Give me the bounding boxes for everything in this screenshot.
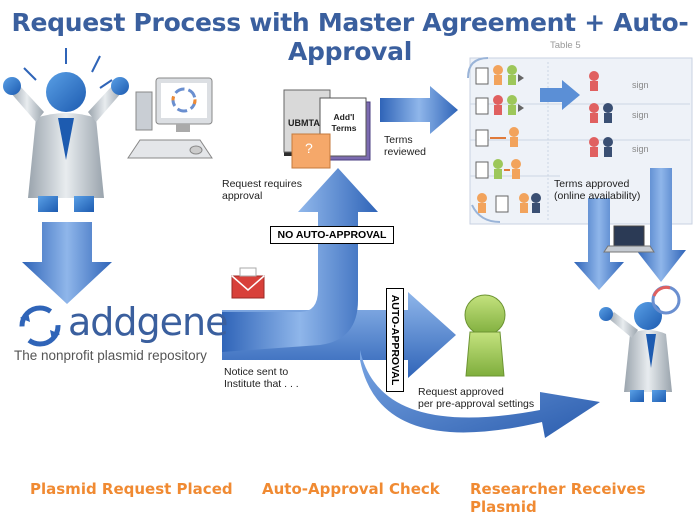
sign-label-2: sign <box>632 110 649 120</box>
page-title: Request Process with Master Agreement + … <box>11 8 689 66</box>
down-arrow-scientist <box>22 222 112 304</box>
email-icon <box>231 267 265 299</box>
sign-label-1: sign <box>632 80 649 90</box>
doc-unknown-label: ? <box>305 140 313 156</box>
sign-label-3: sign <box>632 144 649 154</box>
terms-reviewed-arrow <box>380 86 458 134</box>
down-arrow-right <box>636 168 686 282</box>
stage-auto-approval: Auto-Approval Check <box>262 480 440 498</box>
computer-icon <box>127 77 213 159</box>
scientist-icon <box>3 48 129 212</box>
person-icon <box>464 294 506 377</box>
no-auto-approval-box: NO AUTO-APPROVAL <box>270 226 394 244</box>
addgene-name: addgene <box>68 300 228 344</box>
auto-approval-box: AUTO-APPROVAL <box>386 288 404 392</box>
table-inner-arrow <box>540 80 580 110</box>
table-label: Table 5 <box>550 40 581 51</box>
addgene-tagline: The nonprofit plasmid repository <box>14 348 207 363</box>
doc-secondary-label: Add'l Terms <box>331 112 357 133</box>
stage-plasmid-request: Plasmid Request Placed <box>30 480 233 498</box>
addgene-logo-icon <box>19 305 61 347</box>
terms-reviewed-label: Terms reviewed <box>384 134 427 158</box>
request-approved-label: Request approved per pre-approval settin… <box>418 386 535 410</box>
doc-primary-label: UBMTA <box>288 118 320 128</box>
no-auto-approval-arrow <box>222 168 378 352</box>
document-icon <box>283 89 371 169</box>
down-arrow-approved <box>574 198 624 290</box>
stage-researcher-receives: Researcher Receives Plasmid <box>470 480 646 516</box>
approved-curve-arrow <box>360 350 600 438</box>
table-people <box>475 65 613 213</box>
request-requires-label: Request requires approval <box>222 178 302 202</box>
auto-approval-label: AUTO-APPROVAL <box>389 294 401 386</box>
terms-approved-label: Terms approved (online availability) <box>554 178 641 202</box>
notice-label: Notice sent to Institute that . . . <box>224 366 299 390</box>
laptop-icon <box>603 225 655 253</box>
researcher-icon <box>599 302 672 402</box>
plasmid-icon <box>651 285 681 315</box>
